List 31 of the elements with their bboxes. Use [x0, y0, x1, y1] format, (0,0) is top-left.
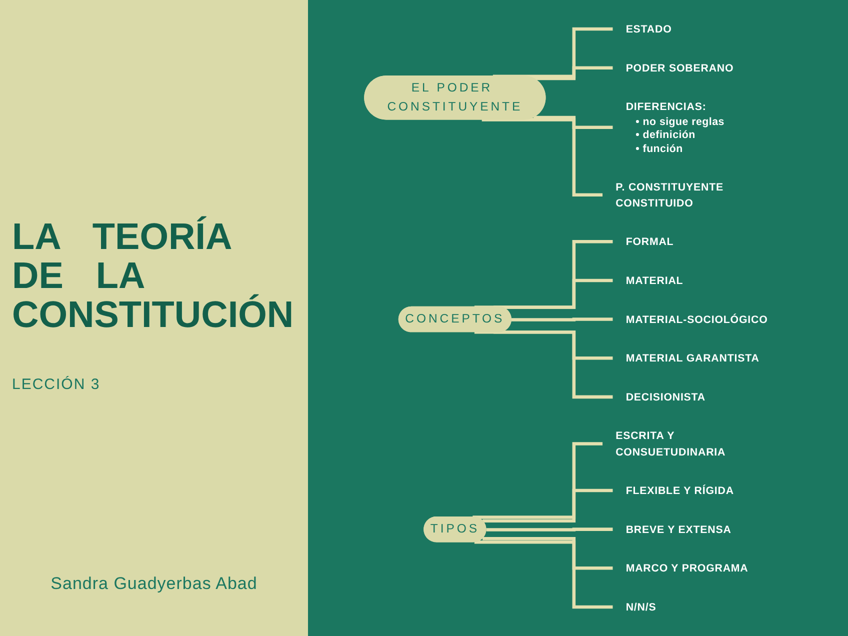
connector — [482, 536, 614, 570]
connector — [533, 116, 614, 130]
node-text: FORMAL — [625, 235, 674, 248]
connector — [482, 488, 614, 522]
lesson-label: LECCIÓN 3 — [12, 376, 100, 393]
node-text: MATERIAL-SOCIOLÓGICO — [625, 312, 768, 326]
connector — [492, 27, 614, 78]
diagram-panel: EL PODER CONSTITUYENTE ESTADO PODER SOBERANO DIFERENCIAS: • no sigue reglas • definición • función P. CONSTITUYENTE CONSTITUIDO CONCEPTOS FORMAL MATERIAL MATERIAL-SOCIOLÓGICO MATERIAL GARANTISTA DECISIONISTA TIPOS ESCRITA Y CONSUETUDINARIA FLEXIBLE Y RÍGIDA BREVE Y EXTENSA MARCO Y PROGRAMA N/N/S — [308, 0, 848, 636]
node-text: DECISIONISTA — [625, 390, 706, 403]
node-text: MATERIAL GARANTISTA — [625, 352, 759, 364]
node-text: MATERIAL — [625, 274, 683, 286]
node-text: DIFERENCIAS: • no sigue reglas • definición • función — [625, 100, 724, 155]
node-text: ESTADO — [625, 22, 672, 35]
connector — [474, 240, 614, 309]
node-text: BREVE Y EXTENSA — [625, 522, 732, 536]
node-text: PODER SOBERANO — [625, 62, 734, 74]
connector — [533, 66, 614, 80]
connector — [474, 540, 614, 609]
node-text: MARCO Y PROGRAMA — [625, 562, 748, 574]
author-name: Sandra Guadyerbas Abad — [50, 574, 258, 594]
page-title: LA TEORÍA DE LA CONSTITUCIÓN — [12, 218, 294, 335]
connector — [493, 278, 614, 309]
connector — [474, 330, 614, 399]
node-text: ESCRITA Y CONSUETUDINARIA — [615, 429, 726, 458]
connector — [486, 528, 614, 532]
node-text: P. CONSTITUYENTE CONSTITUIDO — [615, 180, 724, 209]
node-text: FLEXIBLE Y RÍGIDA — [625, 484, 734, 496]
connector — [482, 118, 604, 196]
node-text: N/N/S — [625, 600, 656, 613]
connector — [472, 442, 604, 519]
connector — [511, 318, 614, 322]
